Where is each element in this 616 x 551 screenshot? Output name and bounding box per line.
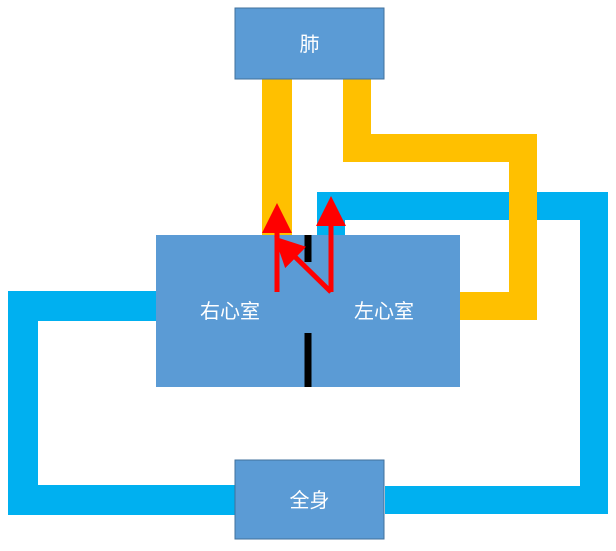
systemic-vessel-left	[8, 291, 235, 515]
lungs-box: 肺	[234, 7, 385, 80]
lungs-label: 肺	[300, 32, 320, 56]
pulmonary-vein	[343, 79, 537, 320]
whole-body-label: 全身	[290, 488, 330, 512]
left-ventricle-label: 左心室	[354, 299, 414, 323]
right-ventricle-label: 右心室	[200, 299, 260, 323]
whole-body-box: 全身	[234, 459, 385, 540]
flow-arrow-shunt	[274, 236, 333, 294]
